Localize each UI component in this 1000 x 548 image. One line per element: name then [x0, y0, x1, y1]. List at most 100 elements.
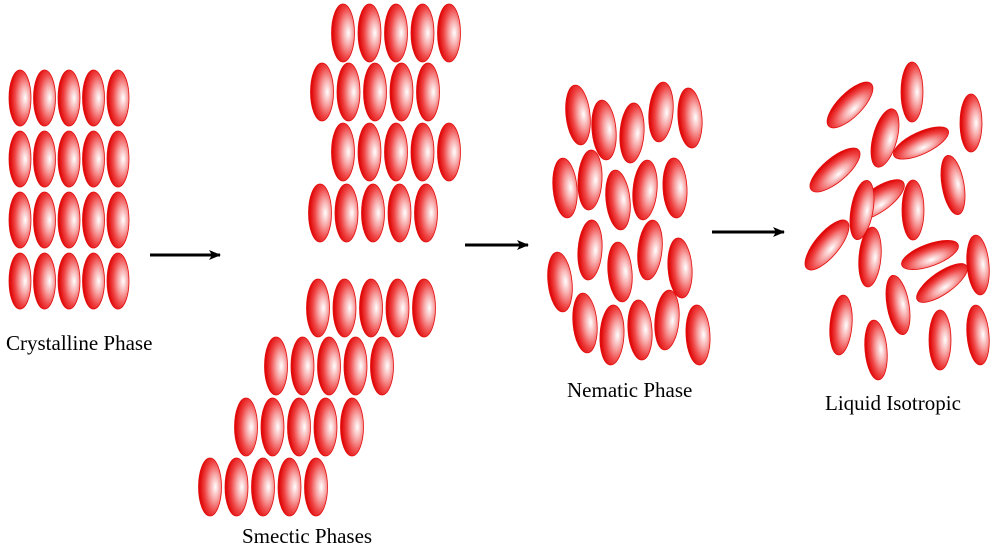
molecule [310, 62, 334, 122]
molecule [33, 252, 56, 310]
molecule [264, 336, 288, 396]
molecule [966, 304, 990, 366]
molecule [332, 278, 357, 338]
molecule [57, 69, 81, 127]
molecule [591, 99, 617, 161]
molecule [577, 219, 603, 281]
molecule [648, 81, 674, 143]
liquid-isotropic-label: Liquid Isotropic [825, 391, 961, 415]
molecule [387, 183, 412, 243]
crystalline-phase-label: Crystalline Phase [6, 331, 153, 355]
molecule [385, 278, 410, 338]
molecule [33, 130, 56, 188]
molecule [336, 62, 361, 122]
molecule [565, 84, 591, 146]
liquid-isotropic-molecules [804, 61, 990, 381]
molecule [966, 234, 990, 296]
nematic-phase-molecules [547, 81, 711, 366]
molecule [8, 130, 32, 188]
molecule [384, 3, 408, 63]
molecule [685, 304, 711, 366]
molecule [106, 252, 130, 310]
molecule [885, 274, 911, 336]
molecule [607, 241, 633, 303]
molecule [809, 147, 861, 193]
molecule [940, 154, 966, 216]
molecule [662, 157, 688, 219]
molecule [363, 62, 387, 122]
molecule [357, 122, 382, 182]
molecule [870, 108, 900, 168]
molecule [667, 237, 693, 299]
molecule [224, 457, 249, 517]
molecule [57, 191, 81, 249]
molecule [82, 191, 105, 249]
molecule [370, 336, 394, 396]
molecule [619, 102, 645, 164]
molecule [893, 126, 949, 160]
molecule [416, 62, 440, 122]
molecule [57, 252, 81, 310]
molecule [334, 183, 359, 243]
molecule [234, 397, 258, 457]
molecule [340, 397, 364, 457]
molecule [654, 289, 680, 351]
molecule [389, 62, 414, 122]
molecule [361, 183, 385, 243]
molecule [106, 69, 130, 127]
molecule [901, 240, 959, 270]
molecule [106, 130, 130, 188]
molecule [8, 191, 32, 249]
molecule [599, 304, 625, 366]
molecule [829, 294, 853, 356]
crystalline-phase-molecules [8, 69, 130, 310]
molecule [864, 319, 888, 381]
molecule [627, 299, 653, 361]
molecule [552, 157, 578, 219]
molecule [313, 397, 338, 457]
molecule [287, 397, 311, 457]
molecule [547, 251, 573, 313]
molecule [900, 61, 924, 123]
molecule [82, 252, 105, 310]
molecule [577, 149, 603, 211]
molecule [632, 159, 658, 221]
molecule [901, 179, 925, 241]
molecule [331, 122, 355, 182]
molecule [804, 219, 850, 271]
molecule [317, 336, 341, 396]
molecule [858, 226, 882, 288]
smectic-phase-molecules [198, 3, 461, 517]
molecule [414, 183, 438, 243]
molecule [304, 457, 328, 517]
smectic-phases-label: Smectic Phases [242, 524, 373, 548]
molecule [277, 457, 302, 517]
molecule [437, 3, 461, 63]
molecule [306, 278, 330, 338]
molecule [57, 130, 81, 188]
molecule [437, 122, 461, 182]
molecule [82, 130, 105, 188]
molecule [308, 183, 332, 243]
molecule [82, 69, 105, 127]
transition-arrows [150, 227, 785, 260]
molecule [8, 252, 32, 310]
molecule [33, 69, 56, 127]
molecule [410, 3, 435, 63]
molecule [572, 292, 598, 354]
molecule [290, 336, 315, 396]
nematic-phase-label: Nematic Phase [567, 378, 693, 402]
molecule [928, 309, 952, 371]
molecule [343, 336, 368, 396]
molecule [106, 191, 130, 249]
molecule [251, 457, 275, 517]
molecule [8, 69, 32, 127]
molecule [384, 122, 408, 182]
molecule [198, 457, 222, 517]
molecule [357, 3, 382, 63]
molecule [605, 169, 631, 231]
molecule [33, 191, 56, 249]
molecule [331, 3, 355, 63]
molecule [260, 397, 285, 457]
